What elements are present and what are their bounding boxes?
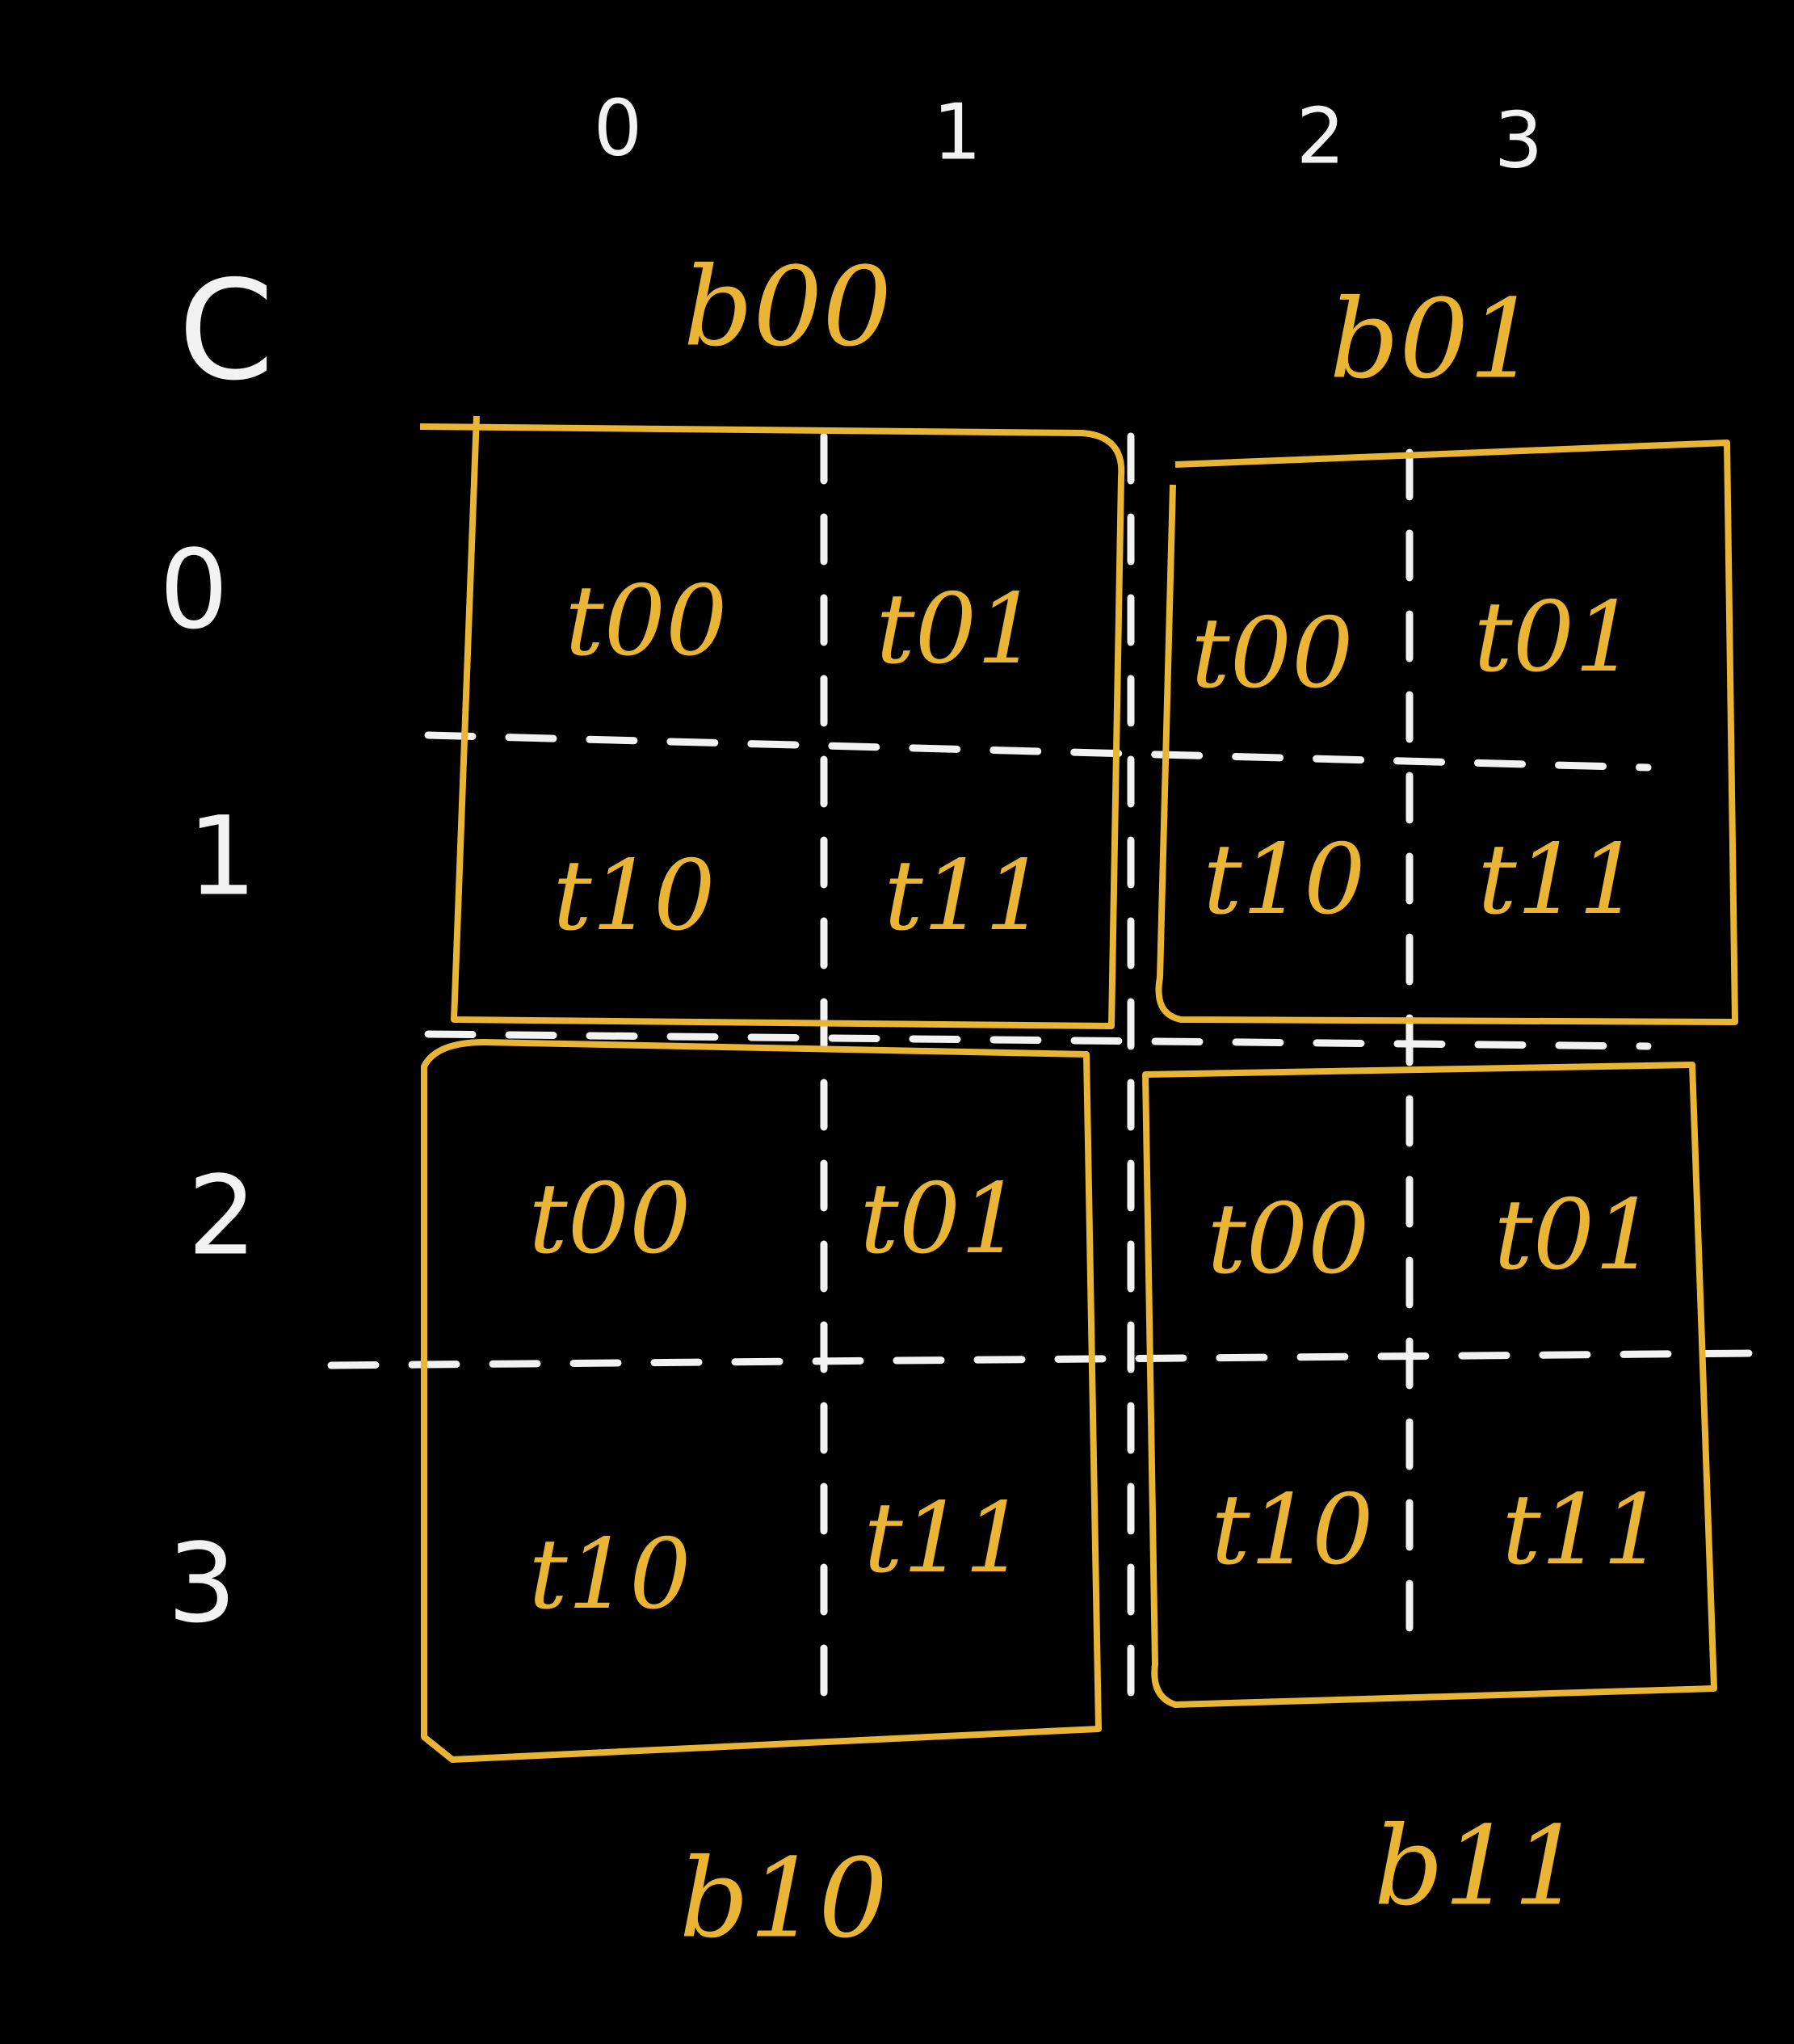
b10-thread-t01: t01: [859, 1163, 1023, 1276]
b10-thread-t10: t10: [528, 1519, 691, 1631]
b01-thread-t01: t01: [1473, 582, 1636, 694]
row-index-2: 2: [187, 1152, 257, 1280]
b11-thread-t11: t11: [1502, 1474, 1665, 1587]
block-label-b01: b01: [1329, 275, 1539, 403]
b11-thread-t01: t01: [1494, 1180, 1657, 1292]
b11-thread-t10: t10: [1211, 1474, 1374, 1587]
block-b01-outline: [1155, 440, 1738, 1025]
b00-thread-t11: t11: [884, 840, 1047, 953]
block-label-b11: b11: [1373, 1802, 1583, 1930]
row-index-0: 0: [159, 526, 229, 654]
block-b10-outline: [421, 1039, 1102, 1763]
b00-thread-t01: t01: [876, 574, 1039, 686]
dashed-horizontal-row-0-1: [424, 731, 1652, 772]
b01-thread-t11: t11: [1477, 824, 1641, 936]
b10-thread-t00: t00: [528, 1163, 691, 1276]
b01-thread-t10: t10: [1203, 824, 1366, 936]
column-index-1: 1: [932, 88, 982, 178]
matrix-label-c: C: [178, 251, 275, 411]
column-index-0: 0: [593, 84, 643, 174]
column-index-3: 3: [1494, 96, 1544, 186]
b00-thread-t10: t10: [552, 840, 716, 953]
b00-thread-t00: t00: [565, 566, 728, 678]
dashed-horizontal-row-1-2: [424, 1030, 1652, 1050]
b10-thread-t11: t11: [863, 1483, 1027, 1595]
dashed-horizontal-row-2-3: [327, 1349, 1757, 1369]
row-index-1: 1: [187, 793, 257, 920]
block-label-b00: b00: [683, 243, 893, 371]
block-b11-outline: [1142, 1062, 1717, 1708]
b11-thread-t00: t00: [1207, 1184, 1370, 1296]
column-index-2: 2: [1296, 92, 1346, 182]
b01-thread-t00: t00: [1191, 598, 1354, 710]
block-b00-outline: [419, 415, 1125, 1029]
block-label-b10: b10: [679, 1835, 889, 1962]
row-index-3: 3: [167, 1520, 237, 1647]
